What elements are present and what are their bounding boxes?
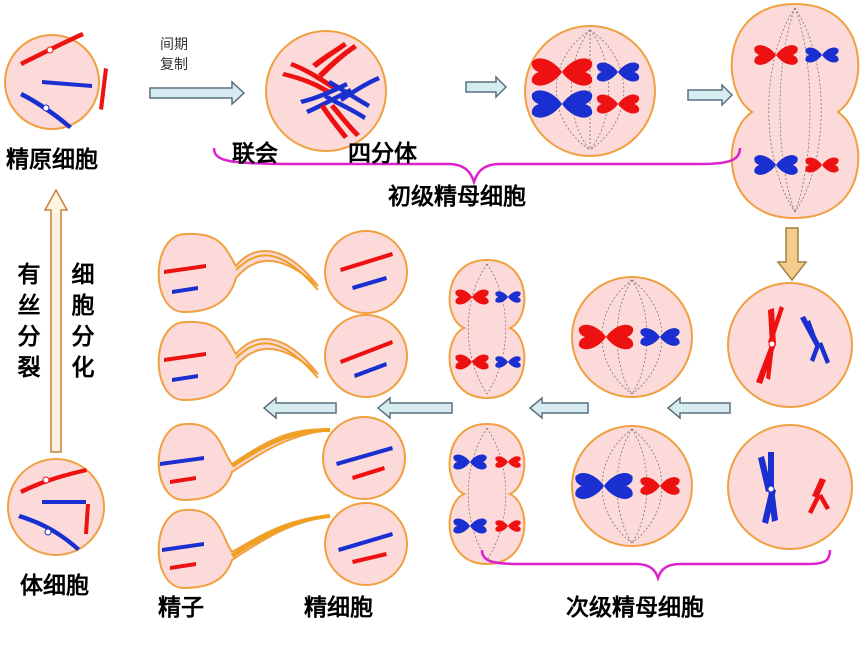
arrow-row2-b bbox=[528, 396, 589, 420]
cell-metaphase-1 bbox=[524, 25, 656, 157]
label-sperm: 精子 bbox=[158, 595, 204, 621]
cell-synapsis bbox=[265, 30, 387, 152]
label-differentiation: 细胞分化 bbox=[71, 262, 95, 381]
sperm-4 bbox=[157, 508, 331, 590]
brace-secondary bbox=[480, 549, 832, 582]
label-interphase-1: 间期 bbox=[160, 37, 188, 53]
sperm-3 bbox=[157, 422, 331, 502]
label-synapsis: 联会 bbox=[232, 141, 278, 167]
arrow-row2-c bbox=[376, 396, 453, 420]
label-somatic-cell: 体细胞 bbox=[20, 573, 89, 599]
label-spermatid: 精细胞 bbox=[304, 595, 373, 621]
spermatid-3 bbox=[322, 416, 406, 500]
arrow-to-metaphase1 bbox=[465, 75, 508, 99]
chromosome-red-long bbox=[20, 32, 84, 66]
cell-spermatogonium bbox=[4, 32, 108, 130]
spermatid-1 bbox=[324, 230, 408, 314]
cell-anaphase-1 bbox=[730, 2, 860, 220]
cell-somatic bbox=[7, 458, 105, 556]
label-primary-spermatocyte: 初级精母细胞 bbox=[388, 184, 526, 210]
chromosome-blue-long bbox=[20, 92, 72, 129]
arrow-up bbox=[43, 188, 69, 453]
arrow-to-anaphase1 bbox=[687, 83, 734, 107]
cell-prophase-2-top bbox=[727, 282, 853, 408]
spermatid-4 bbox=[324, 502, 408, 586]
cell-anaphase-2-bottom bbox=[448, 422, 526, 566]
cell-prophase-2-bottom bbox=[727, 424, 853, 550]
chromosome-blue-short bbox=[42, 80, 92, 88]
sperm-2 bbox=[157, 320, 319, 402]
label-spermatogonium: 精原细胞 bbox=[6, 147, 98, 173]
arrow-interphase bbox=[149, 80, 246, 106]
cell-anaphase-2-top bbox=[448, 258, 526, 400]
cell-metaphase-2-bottom bbox=[571, 425, 693, 547]
label-secondary-spermatocyte: 次级精母细胞 bbox=[566, 595, 704, 621]
brace-primary bbox=[212, 147, 742, 186]
arrow-down bbox=[776, 227, 808, 282]
arrow-row2-a bbox=[666, 396, 731, 420]
arrow-row2-d bbox=[262, 396, 337, 420]
spermatid-2 bbox=[324, 314, 408, 398]
sperm-1 bbox=[157, 232, 319, 314]
cell-metaphase-2-top bbox=[571, 276, 693, 398]
label-interphase-2: 复制 bbox=[160, 57, 188, 73]
label-mitosis: 有丝分裂 bbox=[17, 262, 41, 381]
label-tetrad: 四分体 bbox=[348, 141, 417, 167]
chromosome-red-short bbox=[99, 68, 108, 110]
